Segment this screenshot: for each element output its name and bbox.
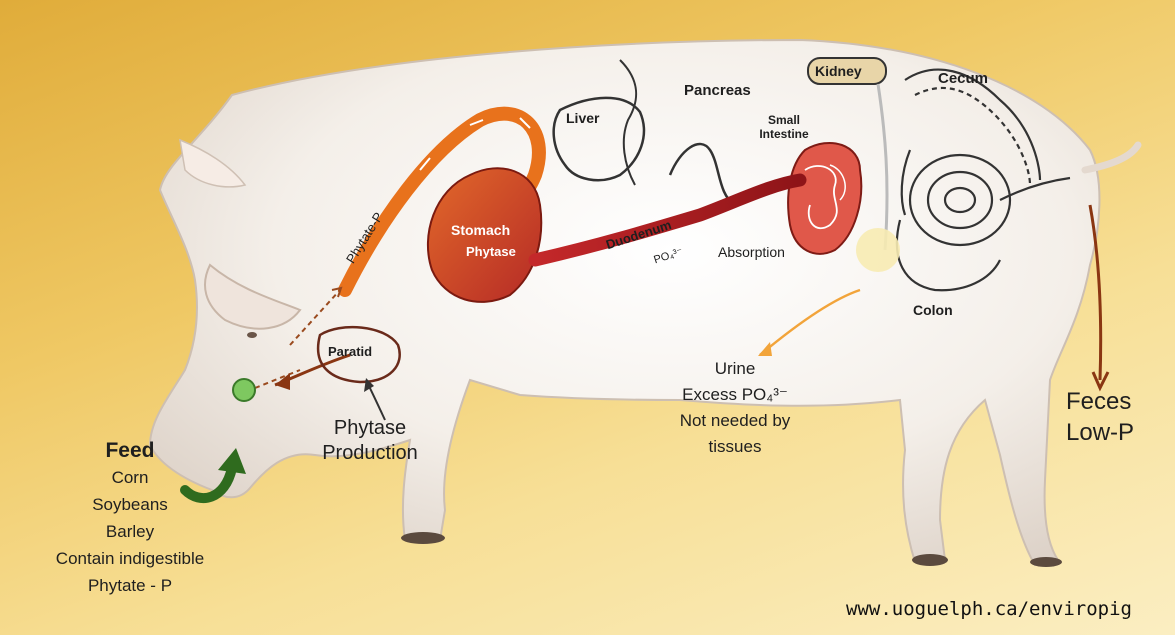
feces-label: Feces Low-P	[1066, 386, 1134, 448]
phytase-production-line: Production	[300, 441, 440, 466]
phytase-production-line: Phytase	[300, 416, 440, 441]
label-colon: Colon	[913, 302, 953, 318]
feed-line: Contain indigestible	[0, 545, 260, 572]
source-url: www.uoguelph.ca/enviropig	[846, 598, 1132, 620]
label-liver: Liver	[566, 110, 599, 126]
label-kidney: Kidney	[815, 63, 862, 79]
feed-line: Phytate - P	[0, 572, 260, 599]
feed-line: Barley	[0, 518, 260, 545]
feces-line: Feces	[1066, 386, 1134, 417]
feed-block: Feed Corn Soybeans Barley Contain indige…	[0, 438, 260, 599]
feed-pellet-icon	[233, 379, 255, 401]
label-paratid: Paratid	[328, 344, 372, 359]
urine-line: tissues	[640, 434, 830, 460]
urine-line: Excess PO₄³⁻	[640, 382, 830, 408]
feed-line: Corn	[0, 464, 260, 491]
label-phytase-stomach: Phytase	[466, 244, 516, 259]
feed-line: Soybeans	[0, 491, 260, 518]
urine-label: Urine Excess PO₄³⁻ Not needed by tissues	[640, 356, 830, 460]
urine-line: Urine	[640, 356, 830, 382]
label-pancreas: Pancreas	[684, 82, 751, 99]
label-stomach: Stomach	[451, 222, 510, 238]
phytase-production-label: Phytase Production	[300, 416, 440, 466]
label-absorption: Absorption	[718, 244, 785, 260]
label-cecum: Cecum	[938, 70, 988, 87]
label-small-intestine: Small Intestine	[744, 113, 824, 141]
feed-title: Feed	[0, 438, 260, 464]
urine-line: Not needed by	[640, 408, 830, 434]
feces-line: Low-P	[1066, 417, 1134, 448]
pig-body	[150, 40, 1138, 567]
